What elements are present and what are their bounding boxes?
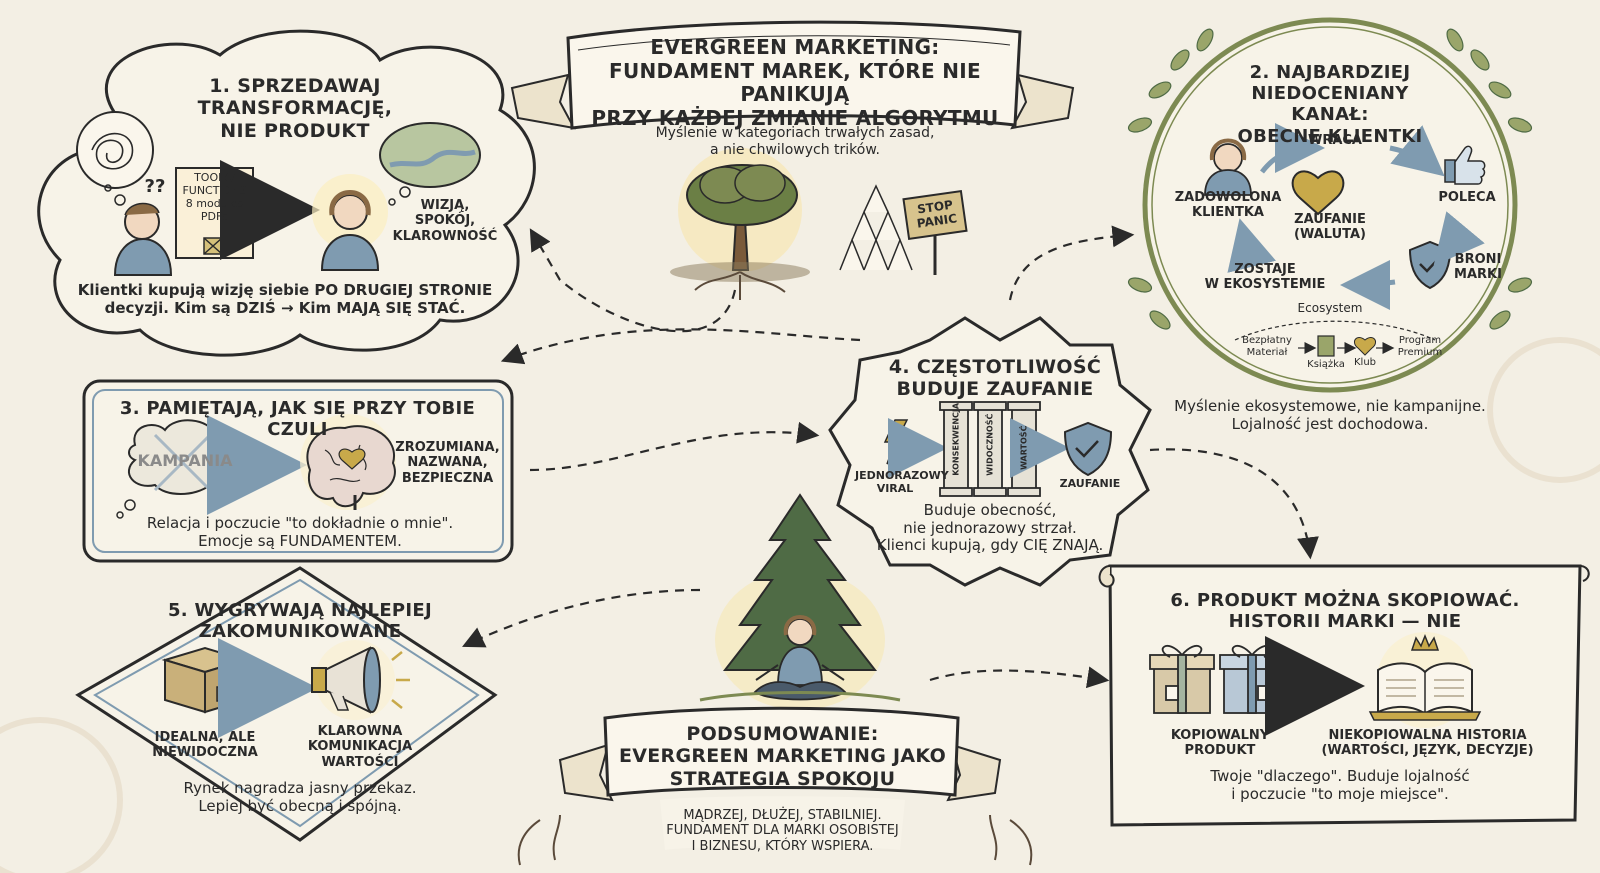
summary-banner (517, 706, 1033, 866)
section5-heading: 5. WYGRYWAJĄ NAJLEPIEJ ZAKOMUNIKOWANE (167, 600, 432, 643)
section6-right-label: NIEKOPIOWALNA HISTORIA (WARTOŚCI, JĘZYK,… (1321, 728, 1534, 759)
gift-box-icon (1149, 644, 1215, 714)
cycle-returns: WRACA (1307, 133, 1362, 148)
eco-club: Klub (1353, 357, 1377, 368)
section3-heading: 3. PAMIĘTAJĄ, JAK SIĘ PRZY TOBIE CZULI (119, 398, 476, 441)
viral-label: JEDNORAZOWY VIRAL (855, 469, 949, 495)
landscape-thought-icon (379, 122, 481, 206)
tools-card-text: TOOLS/ FUNCTIONS 8 modules PDFs (182, 171, 247, 223)
section1-outcome: WIZJĄ, SPOKÓJ, KLAROWNOŚĆ (392, 198, 498, 244)
campaign-label: KAMPANIA (137, 451, 233, 470)
stop-sign-icon (902, 190, 968, 275)
pillar-visibility: WIDOCZNOŚĆ (985, 413, 995, 476)
pillar-consistency: KONSEKWENCJA (951, 402, 961, 476)
section1-cloud (37, 29, 536, 357)
book-icon (1317, 335, 1335, 357)
summary-title: PODSUMOWANIE: EVERGREEN MARKETING JAKO S… (618, 723, 947, 790)
main-subtitle: Myślenie w kategoriach trwałych zasad, a… (655, 125, 935, 158)
cycle-stays: ZOSTAJE W EKOSYSTEMIE (1204, 262, 1326, 293)
gift-box-copy-icon (1219, 644, 1285, 714)
cycle-trust: ZAUFANIE (WALUTA) (1294, 212, 1366, 243)
eco-book: Książka (1307, 359, 1345, 370)
section3-frame (82, 379, 514, 563)
section1-heading: 1. SPRZEDAWAJ TRANSFORMACJĘ, NIE PRODUKT (197, 75, 393, 142)
section6-heading: 6. PRODUKT MOŻNA SKOPIOWAĆ. HISTORII MAR… (1170, 590, 1520, 633)
pine-tree-meditation-icon (699, 493, 901, 710)
happy-client-icon (1204, 138, 1252, 196)
club-heart-icon (1354, 336, 1376, 356)
summary-body: MĄDRZEJ, DŁUŻEJ, STABILNIEJ. FUNDAMENT D… (666, 808, 899, 854)
eco-free-material: Bezpłatny Materiał (1242, 335, 1292, 358)
section4-heading: 4. CZĘSTOTLIWOŚĆ BUDUJE ZAUFANIE (888, 356, 1102, 401)
oak-tree-icon (670, 148, 810, 300)
brain-heart-icon (300, 414, 396, 510)
cycle-recommends: POLECA (1438, 190, 1496, 205)
confused-thought-icon (76, 111, 154, 206)
open-book-crown-icon (1368, 632, 1482, 728)
section2-caption: Myślenie ekosystemowe, nie kampanijne. L… (1174, 397, 1486, 433)
section2-heading: 2. NAJBARDZIEJ NIEDOCENIANY KANAŁ: OBECN… (1237, 62, 1423, 147)
main-title: EVERGREEN MARKETING: FUNDAMENT MAREK, KT… (591, 35, 999, 130)
locked-box-icon (161, 646, 249, 714)
coffee-stains (0, 337, 1600, 873)
cycle-happy-client: ZADOWOLONA KLIENTKA (1174, 190, 1282, 221)
trust-label: ZAUFANIE (1059, 477, 1121, 490)
section5-diamond (75, 566, 498, 842)
section5-left-label: IDEALNA, ALE NIEWIDOCZNA (152, 730, 258, 761)
section6-left-label: KOPIOWALNY PRODUKT (1170, 728, 1270, 759)
section1-body: Klientki kupują wizję siebie PO DRUGIEJ … (77, 281, 493, 317)
dashed-connectors (462, 225, 1319, 689)
section6-body: Twoje "dlaczego". Buduje lojalność i poc… (1210, 767, 1470, 803)
section4-body: Buduje obecność, nie jednorazowy strzał.… (876, 501, 1104, 555)
thumbs-up-icon (1444, 145, 1486, 185)
section5-right-label: KLAROWNA KOMUNIKACJA WARTOŚCI (307, 724, 413, 770)
cycle-defends: BRONI MARKI (1454, 252, 1502, 283)
ecosystem-label: Ecosystem (1297, 301, 1363, 315)
eco-premium: Program Premium (1397, 335, 1443, 358)
calm-woman-icon (312, 174, 388, 271)
house-of-cards-icon (839, 184, 913, 271)
section6-parchment (1098, 564, 1590, 827)
confused-man-icon (113, 202, 173, 276)
main-title-banner (510, 20, 1075, 130)
section3-feelings: ZROZUMIANA, NAZWANA, BEZPIECZNA (395, 440, 500, 486)
section4-gear (828, 316, 1152, 587)
section2-wreath (1127, 17, 1533, 393)
section3-body: Relacja i poczucie "to dokładnie o mnie"… (146, 514, 454, 550)
section5-body: Rynek nagradza jasny przekaz. Lepiej być… (183, 779, 417, 815)
megaphone-icon (311, 640, 410, 720)
question-marks: ?? (144, 176, 166, 197)
pillar-value: WARTOŚĆ (1019, 425, 1029, 470)
trust-shield-icon (1063, 421, 1113, 477)
